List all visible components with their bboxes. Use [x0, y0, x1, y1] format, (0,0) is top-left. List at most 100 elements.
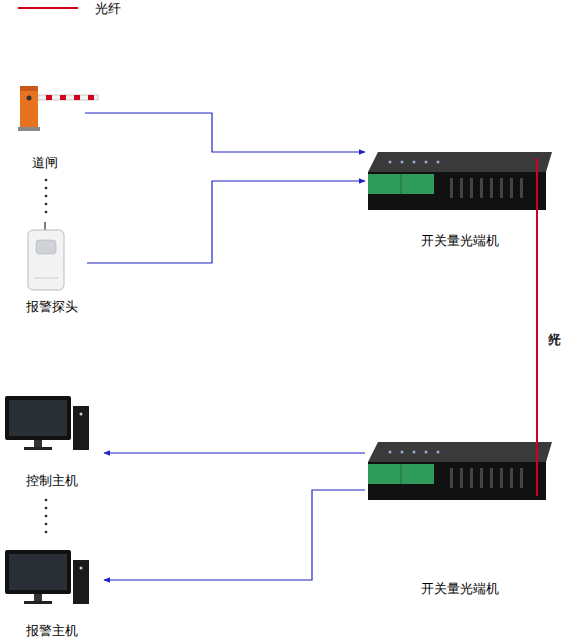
device-node: 开关量光端机	[365, 438, 555, 598]
leds	[389, 161, 440, 164]
vent	[470, 178, 473, 198]
vents	[450, 468, 523, 488]
computer-alarm	[5, 550, 89, 604]
node-caption: 道闸	[32, 154, 58, 172]
optical-device-top	[368, 152, 552, 210]
vent	[480, 468, 483, 488]
vent	[470, 468, 473, 488]
dot	[45, 203, 48, 206]
terminal-split	[401, 174, 402, 194]
led	[389, 161, 392, 164]
probe-node: 报警探头	[17, 218, 87, 316]
node-caption: 报警探头	[26, 298, 78, 316]
vent	[510, 178, 513, 198]
terminal-split	[401, 464, 402, 484]
led	[425, 161, 428, 164]
vent	[450, 468, 453, 488]
monitor	[5, 396, 71, 440]
dot	[45, 499, 48, 502]
stand	[34, 594, 42, 602]
dot	[45, 195, 48, 198]
node-caption: 报警主机	[26, 622, 78, 640]
device-node: 开关量光端机	[365, 148, 555, 250]
dot	[45, 523, 48, 526]
led	[413, 161, 416, 164]
screen	[9, 400, 67, 436]
stand-base	[24, 601, 52, 604]
ellipsis-dots	[45, 179, 48, 214]
vent	[460, 178, 463, 198]
legend-text: 光纤	[95, 0, 121, 17]
device-top-face	[368, 152, 552, 172]
vent	[500, 468, 503, 488]
dot	[45, 531, 48, 534]
computer-node: 控制主机	[0, 392, 104, 490]
signal-wire	[85, 113, 365, 152]
leds	[389, 451, 440, 454]
probe-lens	[36, 240, 56, 254]
gate-stripe	[74, 95, 80, 100]
led	[401, 161, 404, 164]
vent	[480, 178, 483, 198]
led	[437, 451, 440, 454]
computer-control	[5, 396, 89, 450]
fiber-overlay	[536, 158, 538, 251]
gate-stripe	[60, 95, 66, 100]
monitor	[5, 550, 71, 594]
vents	[450, 178, 523, 198]
vent	[490, 468, 493, 488]
dot	[45, 211, 48, 214]
led	[389, 451, 392, 454]
vent	[450, 178, 453, 198]
node-caption: 开关量光端机	[421, 232, 499, 250]
stand-base	[24, 447, 52, 450]
led	[437, 161, 440, 164]
power-button	[80, 413, 83, 416]
led	[425, 451, 428, 454]
screen	[9, 554, 67, 590]
gate-stripe	[46, 95, 52, 100]
signal-wire	[87, 181, 365, 263]
dot	[45, 515, 48, 518]
device-front	[368, 462, 546, 500]
tower	[73, 406, 89, 450]
signal-wire	[104, 490, 365, 580]
vent	[510, 468, 513, 488]
node-caption: 开关量光端机	[421, 580, 499, 598]
signal-wire	[104, 452, 365, 453]
vent	[520, 178, 523, 198]
vent	[500, 178, 503, 198]
gate-pivot	[27, 96, 32, 101]
edge-label: 光纤	[545, 322, 563, 324]
gate-stripe	[88, 95, 94, 100]
gate-post	[20, 86, 38, 128]
power-button	[80, 567, 83, 570]
fiber-link	[536, 250, 538, 438]
dot	[45, 507, 48, 510]
device-top-face	[368, 442, 552, 462]
probe-body	[28, 230, 64, 290]
probe-seam	[34, 278, 58, 279]
led	[401, 451, 404, 454]
terminal-block	[368, 174, 434, 194]
tower	[73, 560, 89, 604]
stand	[34, 440, 42, 448]
gate-base	[18, 127, 40, 131]
barrier-gate	[18, 86, 98, 131]
led	[413, 451, 416, 454]
gate-cap	[20, 86, 38, 91]
vent	[460, 468, 463, 488]
optical-device-bottom	[368, 442, 552, 500]
legend-fiber-sample	[18, 7, 78, 9]
dot	[45, 179, 48, 182]
vent	[520, 468, 523, 488]
fiber-overlay	[536, 437, 538, 496]
node-caption: 控制主机	[26, 472, 78, 490]
alarm-probe	[28, 222, 64, 290]
ellipsis-dots	[45, 499, 48, 534]
computer-node: 报警主机	[0, 545, 104, 640]
terminal-block	[368, 464, 434, 484]
vent	[490, 178, 493, 198]
